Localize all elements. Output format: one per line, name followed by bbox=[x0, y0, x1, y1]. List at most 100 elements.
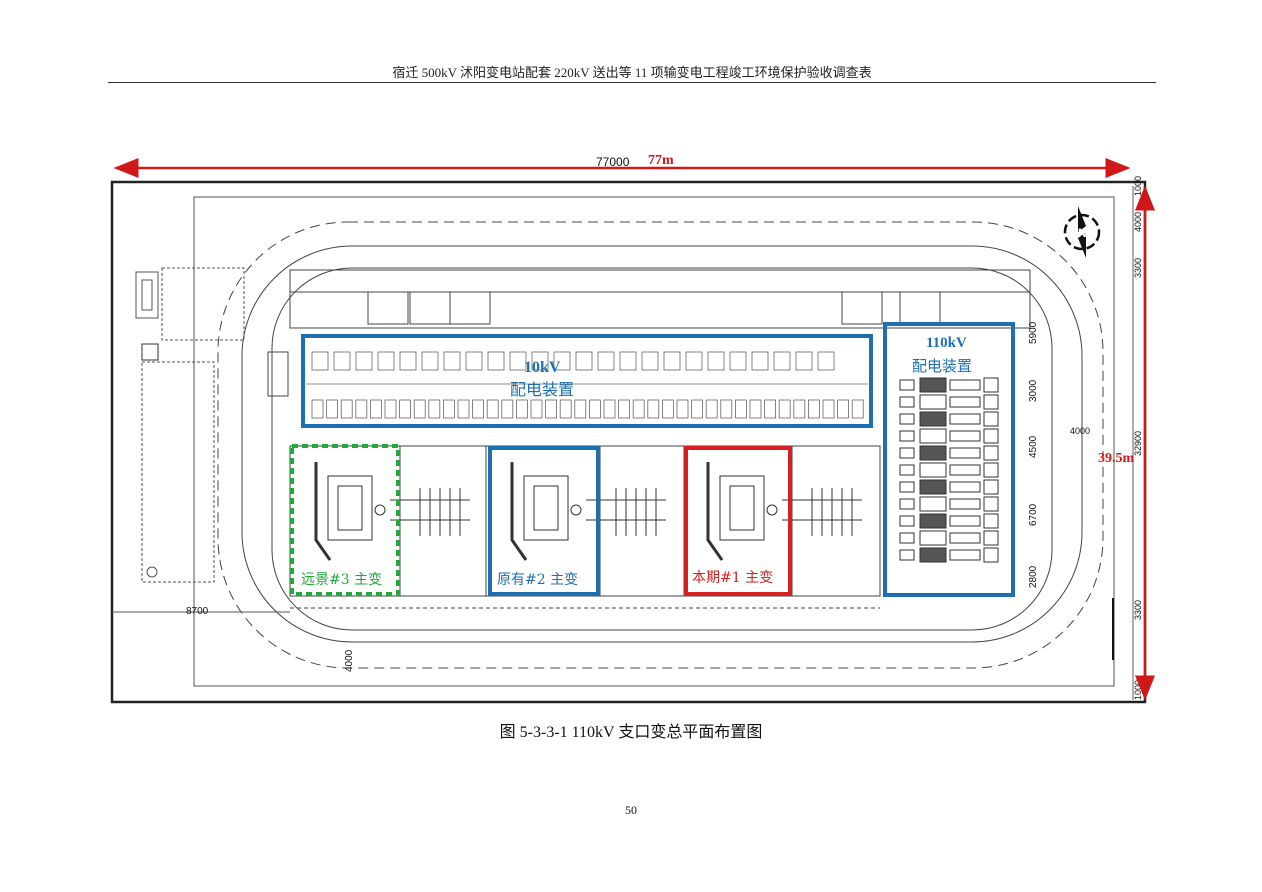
switchgear-cabinet bbox=[749, 399, 762, 419]
height-dimension: 39.5m bbox=[1098, 185, 1155, 701]
label-tx2: 原有#2 主变 bbox=[497, 572, 578, 588]
switchgear-cabinet bbox=[618, 399, 630, 419]
switchgear-cabinet bbox=[751, 351, 769, 371]
bay-dimensions: 5900 3000 4500 6700 2800 bbox=[1028, 321, 1039, 588]
switchgear-cabinet bbox=[501, 399, 514, 419]
switchgear-cabinet bbox=[851, 399, 864, 419]
switchgear-cabinet bbox=[428, 399, 441, 419]
switchgear-cabinet bbox=[691, 399, 703, 419]
ring-road-outer bbox=[217, 221, 1104, 669]
frame-10kv-distribution bbox=[301, 334, 873, 428]
switchgear-cabinet bbox=[340, 399, 353, 419]
svg-text:4000: 4000 bbox=[1133, 212, 1143, 232]
figure-caption: 图 5-3-3-1 110kV 支口变总平面布置图 bbox=[499, 724, 763, 741]
switchgear-cabinet bbox=[384, 399, 397, 419]
switchgear-cabinet bbox=[377, 351, 395, 371]
switchgear-cabinet bbox=[778, 399, 791, 419]
width-mm-label: 77000 bbox=[596, 155, 630, 169]
switchgear-cabinet bbox=[705, 399, 718, 419]
label-tx3: 远景#3 主变 bbox=[301, 572, 382, 588]
switchgear-cabinet bbox=[632, 399, 645, 419]
svg-text:6700: 6700 bbox=[1028, 503, 1039, 526]
svg-text:3000: 3000 bbox=[1028, 379, 1039, 402]
compass-label: N bbox=[1078, 226, 1087, 240]
svg-text:32900: 32900 bbox=[1133, 431, 1143, 456]
site-boundary bbox=[110, 180, 1147, 704]
ring-road-mid bbox=[241, 245, 1083, 643]
switchgear-rows bbox=[306, 351, 868, 419]
svg-text:2800: 2800 bbox=[1028, 565, 1039, 588]
switchgear-cabinet bbox=[421, 351, 439, 371]
gis-bay bbox=[899, 428, 999, 444]
left-offset-label: 8700 bbox=[186, 606, 209, 617]
bottom-offset-label: 4000 bbox=[344, 649, 355, 672]
switchgear-cabinet bbox=[311, 399, 324, 419]
svg-text:3300: 3300 bbox=[1133, 258, 1143, 278]
switchgear-cabinet bbox=[764, 399, 776, 419]
switchgear-cabinet bbox=[443, 351, 461, 371]
switchgear-cabinet bbox=[355, 399, 368, 419]
gis-bay bbox=[899, 411, 999, 427]
switchgear-cabinet bbox=[822, 399, 835, 419]
header-rule bbox=[108, 82, 1156, 83]
switchgear-cabinet bbox=[817, 351, 835, 371]
switchgear-cabinet bbox=[808, 399, 820, 419]
switchgear-cabinet bbox=[326, 399, 339, 419]
label-10kv: 10kV bbox=[524, 359, 561, 376]
switchgear-cabinet bbox=[597, 351, 615, 371]
gis-bay bbox=[899, 445, 999, 461]
width-m-label: 77m bbox=[648, 153, 674, 168]
switchgear-cabinet bbox=[662, 399, 674, 419]
switchgear-cabinet bbox=[465, 351, 483, 371]
switchgear-cabinet bbox=[663, 351, 681, 371]
gis-bay bbox=[899, 377, 999, 393]
switchgear-cabinet bbox=[311, 351, 329, 371]
switchgear-cabinet bbox=[773, 351, 791, 371]
svg-text:1000: 1000 bbox=[1133, 680, 1143, 700]
gis-bay bbox=[899, 513, 999, 529]
control-building bbox=[267, 269, 1031, 397]
frame-tx2 bbox=[488, 446, 600, 596]
frame-tx3 bbox=[290, 444, 400, 596]
switchgear-cabinet bbox=[487, 351, 505, 371]
switchgear-cabinet bbox=[641, 351, 659, 371]
frame-110kv-distribution bbox=[883, 322, 1015, 597]
left-structures bbox=[112, 267, 290, 613]
svg-text:1000: 1000 bbox=[1133, 176, 1143, 196]
switchgear-cabinet bbox=[575, 351, 593, 371]
switchgear-cabinet bbox=[333, 351, 351, 371]
page-number: 50 bbox=[625, 803, 637, 817]
switchgear-cabinet bbox=[647, 399, 660, 419]
north-compass-icon: N bbox=[1063, 206, 1101, 258]
transformer-units bbox=[314, 462, 862, 561]
switchgear-cabinet bbox=[729, 351, 747, 371]
gis-bay bbox=[899, 462, 999, 478]
switchgear-cabinet bbox=[720, 399, 733, 419]
switchgear-cabinet bbox=[707, 351, 725, 371]
switchgear-cabinet bbox=[545, 399, 557, 419]
transformer-glyph bbox=[314, 462, 470, 561]
switchgear-cabinet bbox=[457, 399, 470, 419]
switchgear-cabinet bbox=[603, 399, 616, 419]
right-dimensions: 1000 4000 3300 32900 3300 1000 4000 bbox=[1070, 176, 1143, 700]
document-header: 宿迁 500kV 沭阳变电站配套 220kV 送出等 11 项输变电工程竣工环境… bbox=[392, 65, 872, 80]
gis-bay bbox=[899, 530, 999, 546]
switchgear-cabinet bbox=[574, 399, 587, 419]
switchgear-cabinet bbox=[516, 399, 528, 419]
gis-units bbox=[899, 377, 999, 563]
label-tx1: 本期#1 主变 bbox=[692, 570, 773, 586]
switchgear-cabinet bbox=[619, 351, 637, 371]
switchgear-cabinet bbox=[793, 399, 806, 419]
switchgear-cabinet bbox=[399, 351, 417, 371]
gis-bay bbox=[899, 394, 999, 410]
gis-bay bbox=[899, 547, 999, 563]
svg-text:3300: 3300 bbox=[1133, 600, 1143, 620]
switchgear-cabinet bbox=[685, 351, 703, 371]
switchgear-cabinet bbox=[442, 399, 455, 419]
switchgear-cabinet bbox=[399, 399, 412, 419]
switchgear-cabinet bbox=[676, 399, 689, 419]
gis-bay bbox=[899, 479, 999, 495]
switchgear-cabinet bbox=[559, 399, 572, 419]
inner-wall bbox=[193, 196, 1115, 687]
